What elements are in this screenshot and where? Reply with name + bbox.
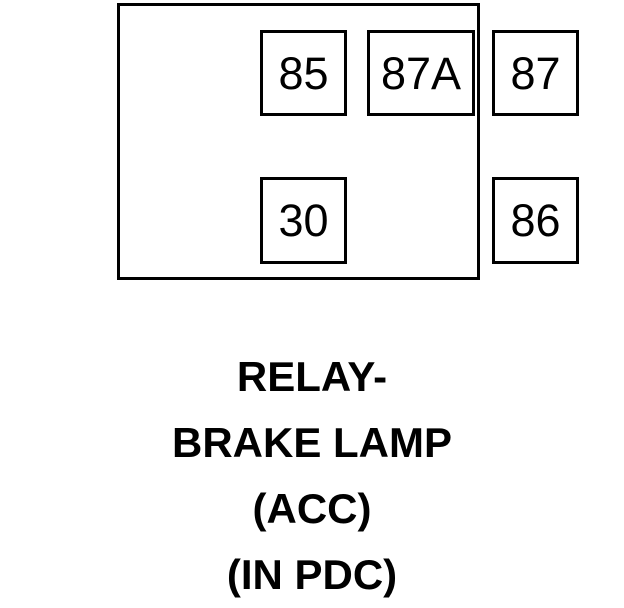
relay-pin-86-label: 86 (510, 195, 561, 246)
relay-pin-30: 30 (260, 177, 347, 264)
relay-pin-87-label: 87 (510, 47, 561, 99)
relay-pin-87: 87 (492, 30, 579, 116)
caption-line-2: BRAKE LAMP (172, 419, 452, 466)
relay-pin-87a: 87A (367, 30, 475, 116)
relay-body-outline: 85 87A 87 30 86 (117, 3, 579, 280)
relay-pin-85-label: 85 (278, 47, 329, 99)
relay-pin-86: 86 (492, 177, 579, 264)
relay-pin-87a-label: 87A (380, 47, 462, 99)
caption-line-3: (ACC) (252, 485, 372, 532)
relay-caption: RELAY- BRAKE LAMP (ACC) (IN PDC) (0, 344, 624, 608)
relay-pin-85: 85 (260, 30, 347, 116)
caption-line-1: RELAY- (236, 353, 388, 400)
caption-line-4: (IN PDC) (226, 551, 398, 598)
relay-pin-30-label: 30 (278, 195, 329, 246)
